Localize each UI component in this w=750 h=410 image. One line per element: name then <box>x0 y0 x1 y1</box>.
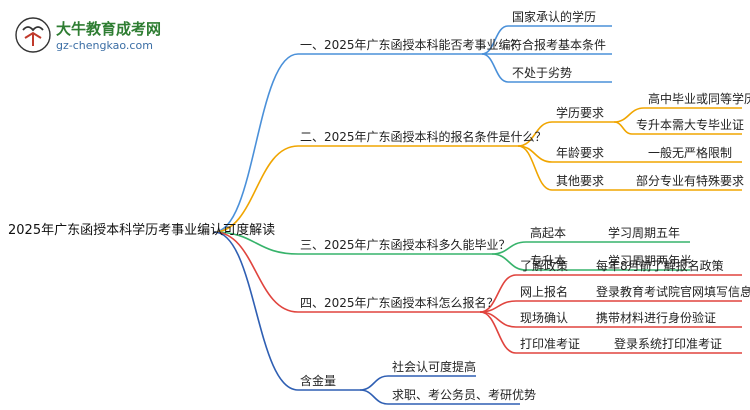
b4-node-1-leaf-1: 每年8月前了解报名政策 <box>596 259 724 273</box>
b1-link-1 <box>481 25 509 55</box>
branch-3-label: 三、2025年广东函授本科多久能毕业？ <box>300 238 511 252</box>
b2-node-1-leaf-2: 专升本需大专毕业证 <box>636 118 745 132</box>
bull-logo-icon <box>15 17 51 53</box>
b2-node-2-leaf-1: 一般无严格限制 <box>648 146 733 160</box>
b3-node-2: 专升本 <box>530 254 567 268</box>
b1-leaf-3: 不处于劣势 <box>512 66 573 80</box>
b2-n1-leaf-1-link <box>613 107 645 123</box>
b2-node-3: 其他要求 <box>556 174 605 188</box>
site-logo: 大牛教育成考网 gz-chengkao.com <box>14 16 189 56</box>
b2-node-2: 年龄要求 <box>556 146 605 160</box>
b2-link-1 <box>517 121 553 147</box>
root-to-branch-5 <box>213 231 299 391</box>
b3-node-1-leaf-1: 学习周期五年 <box>608 226 681 240</box>
b1-leaf-2: 符合报考基本条件 <box>510 38 607 52</box>
b2-node-1: 学历要求 <box>556 106 605 120</box>
b4-node-3: 现场确认 <box>520 311 569 325</box>
root-topic: 2025年广东函授本科学历考事业编认可度解读 <box>8 223 276 238</box>
branch-1-label: 一、2025年广东函授本科能否考事业编？ <box>300 38 523 52</box>
b3-link-2 <box>491 253 527 271</box>
b5-leaf-1: 社会认可度提高 <box>392 360 477 374</box>
b4-node-2-leaf-1: 登录教育考试院官网填写信息 <box>596 285 750 299</box>
b2-node-1-leaf-1: 高中毕业或同等学历 <box>648 92 750 106</box>
logo-url: gz-chengkao.com <box>56 39 153 52</box>
root-to-branch-2 <box>213 145 299 233</box>
b4-node-4-leaf-1: 登录系统打印准考证 <box>614 337 723 351</box>
branch-2-label: 二、2025年广东函授本科的报名条件是什么？ <box>300 130 547 144</box>
b4-node-3-leaf-1: 携带材料进行身份验证 <box>596 311 717 325</box>
b2-n1-leaf-2-link <box>613 121 633 135</box>
b2-node-3-leaf-1: 部分专业有特殊要求 <box>636 174 745 188</box>
b5-link-1 <box>359 375 389 391</box>
b4-node-4: 打印准考证 <box>520 337 581 351</box>
b3-node-2-leaf-1: 学习周期两年半 <box>608 254 693 268</box>
b1-leaf-1: 国家承认的学历 <box>512 10 597 24</box>
b4-link-4 <box>479 311 517 354</box>
root-to-branch-4 <box>213 231 299 313</box>
root-to-branch-1 <box>213 53 299 233</box>
branch-4-label: 四、2025年广东函授本科怎么报名？ <box>300 296 499 310</box>
b3-node-1: 高起本 <box>530 226 567 240</box>
branch-5-label: 含金量 <box>300 374 337 388</box>
b2-link-3 <box>517 145 553 191</box>
b1-link-3 <box>481 53 509 83</box>
b4-node-2: 网上报名 <box>520 285 569 299</box>
b5-link-2 <box>359 389 389 405</box>
root-to-branch-3 <box>213 231 299 255</box>
b5-leaf-2: 求职、考公务员、考研优势 <box>392 388 537 402</box>
b4-node-1-visible: 了解政策 <box>520 259 569 273</box>
logo-title: 大牛教育成考网 <box>56 20 162 38</box>
